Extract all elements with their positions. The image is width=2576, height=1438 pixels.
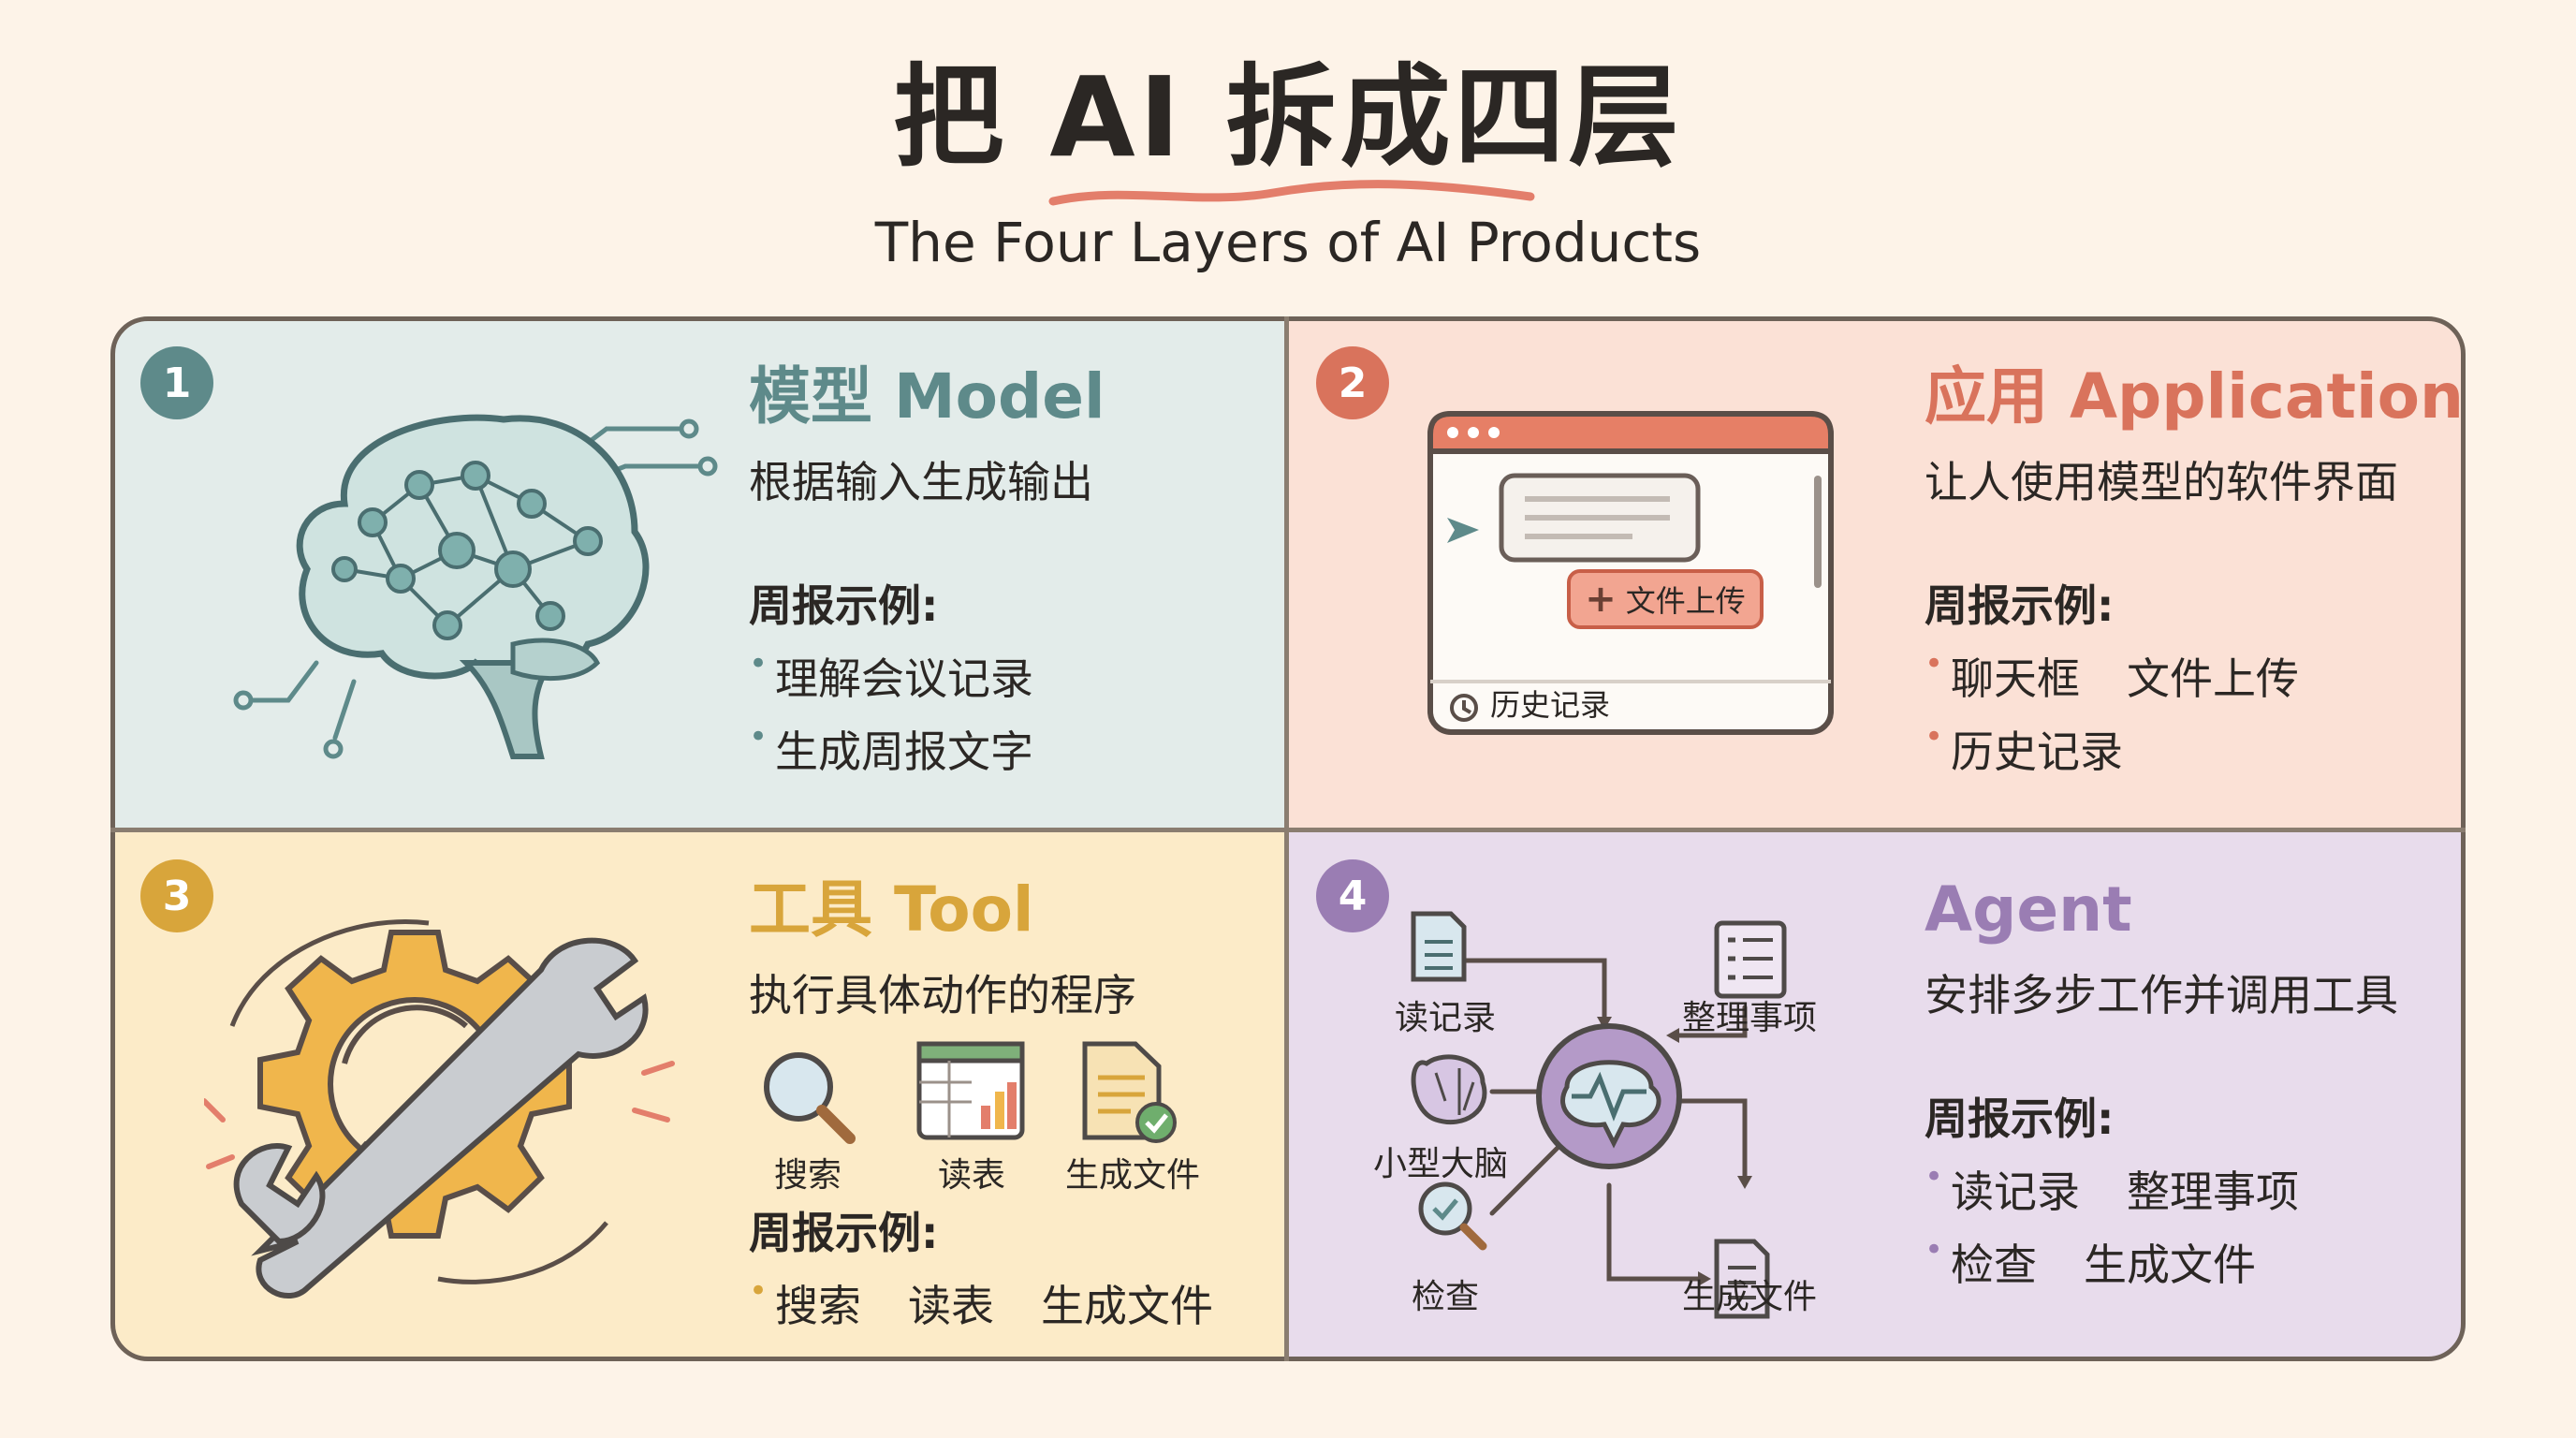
page-title: 把 AI 拆成四层 — [893, 52, 1683, 182]
example-item: •聊天框文件上传 — [1925, 644, 2299, 704]
panel-number: 4 — [1316, 859, 1389, 932]
example-label: 周报示例: — [749, 1208, 939, 1258]
panel-description: 根据输入生成输出 — [749, 456, 1093, 507]
agent-node-generate-file: 生成文件 — [1681, 1278, 1817, 1316]
panel-description: 让人使用模型的软件界面 — [1925, 456, 2398, 507]
example-label: 周报示例: — [1925, 1093, 2115, 1144]
agent-hub-icon — [1411, 911, 1787, 1319]
panel-number: 2 — [1316, 346, 1389, 419]
plus-icon: + — [1585, 578, 1617, 621]
panel-description: 执行具体动作的程序 — [749, 969, 1136, 1020]
agent-node-check: 检查 — [1411, 1278, 1479, 1316]
panel-heading: 模型 Model — [749, 360, 1105, 433]
title-underline — [1048, 180, 1535, 206]
layers-grid: 1 — [110, 316, 2466, 1361]
agent-node-small-brain: 小型大脑 — [1372, 1145, 1508, 1183]
panel-heading: 工具 Tool — [749, 873, 1034, 946]
panel-heading: 应用 Application — [1925, 360, 2464, 433]
example-item: •搜索读表生成文件 — [749, 1272, 1213, 1331]
vertical-divider — [1284, 316, 1289, 1361]
panel-model: 1 — [110, 316, 1286, 829]
panel-heading: Agent — [1925, 873, 2132, 946]
tool-label-read-table: 读表 — [937, 1156, 1005, 1195]
tool-label-search: 搜索 — [773, 1156, 842, 1195]
panel-number: 3 — [140, 859, 213, 932]
example-item: •生成周报文字 — [749, 717, 1033, 777]
upload-button: + 文件上传 — [1567, 569, 1764, 629]
agent-node-read-record: 读记录 — [1394, 999, 1496, 1037]
example-label: 周报示例: — [749, 580, 939, 631]
page-subtitle: The Four Layers of AI Products — [874, 211, 1702, 274]
example-item: •历史记录 — [1925, 717, 2123, 777]
agent-node-organize: 整理事项 — [1681, 999, 1817, 1037]
horizontal-divider — [110, 828, 2466, 832]
tool-label-generate-file: 生成文件 — [1064, 1156, 1200, 1195]
panel-application: 2 + 文件上传 历史记录 应用 Application 让人使用模型的软件界面… — [1286, 316, 2466, 829]
panel-description: 安排多步工作并调用工具 — [1925, 969, 2398, 1020]
example-item: •理解会议记录 — [749, 644, 1033, 704]
file-check-icon — [1082, 1041, 1177, 1143]
neural-brain-icon — [233, 414, 718, 759]
example-item: •读记录整理事项 — [1925, 1157, 2299, 1217]
example-item: •检查生成文件 — [1925, 1230, 2256, 1290]
panel-agent: 4 — [1286, 829, 2466, 1361]
spreadsheet-icon — [916, 1041, 1025, 1140]
gear-wrench-icon — [204, 919, 675, 1299]
search-icon — [764, 1052, 856, 1144]
panel-number: 1 — [140, 346, 213, 419]
history-label: 历史记录 — [1490, 687, 1611, 723]
panel-tool: 3 工具 Tool 执行具体动作的程序 — [110, 829, 1286, 1361]
example-label: 周报示例: — [1925, 580, 2115, 631]
